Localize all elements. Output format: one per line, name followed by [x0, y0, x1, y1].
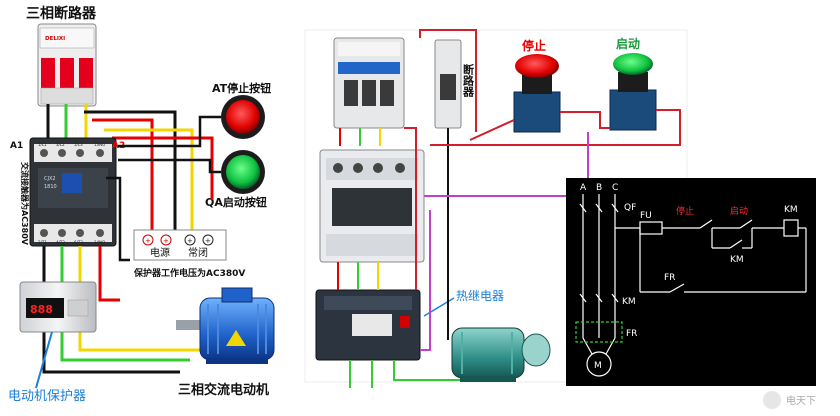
contactor-model: CJX2 — [44, 176, 56, 182]
single-pole-breaker — [434, 39, 462, 129]
motor-protector: 888 — [19, 281, 97, 333]
control-schematic: A B C QF — [566, 178, 816, 386]
a1-label: A1 — [10, 141, 23, 151]
breaker-brand: DELIXI — [45, 36, 65, 42]
watermark: 电天下 — [763, 391, 816, 409]
right-panel: 断路器 停止 启动 — [315, 29, 816, 388]
start-label: 启动 — [616, 36, 640, 51]
right-breaker — [333, 37, 405, 129]
schematic-fu: FU — [640, 211, 652, 221]
stop-button-device — [513, 54, 561, 133]
terminal-bottom-2: 4/T2 — [56, 240, 65, 245]
at-stop-button — [221, 95, 265, 139]
breaker-title: 三相断路器 — [26, 5, 97, 22]
control-wires — [106, 115, 221, 262]
motor-protector-label: 电动机保护器 — [8, 389, 86, 404]
schematic-fr-contact: FR — [664, 273, 675, 283]
qa-start-button — [221, 150, 265, 194]
schematic-stop: 停止 — [676, 205, 694, 217]
start-button-device — [609, 53, 657, 131]
schematic-qf: QF — [624, 203, 636, 213]
protector-terminal-box: + + + + 电源 常闭 — [133, 229, 227, 261]
thermal-relay — [315, 289, 421, 361]
thermal-relay-label: 热继电器 — [456, 289, 504, 303]
right-wires — [337, 29, 681, 388]
left-panel: 三相断路器 DELIXI — [8, 5, 275, 404]
svg-text:+: + — [205, 237, 211, 245]
svg-text:+: + — [145, 237, 151, 245]
svg-text:+: + — [187, 237, 193, 245]
power-label: 电源 — [150, 246, 170, 259]
schematic-phase-a: A — [580, 183, 587, 193]
protector-display: 888 — [30, 303, 53, 316]
protector-pointer — [35, 331, 53, 389]
terminal-bottom-1: 2/T1 — [38, 240, 47, 245]
protector-voltage-note: 保护器工作电压为AC380V — [133, 267, 245, 279]
terminal-top-2: 3/L2 — [56, 142, 65, 147]
three-phase-motor — [176, 287, 275, 364]
right-motor — [451, 327, 551, 382]
contactor-side-label: 交流接触器为AC380V — [20, 162, 30, 246]
terminal-top-1: 1/L1 — [38, 142, 47, 147]
breaker-wires — [46, 104, 214, 240]
svg-text:+: + — [163, 237, 169, 245]
schematic-start: 启动 — [730, 205, 748, 217]
at-stop-label: AT停止按钮 — [212, 81, 271, 95]
terminal-bottom-4: 14NO — [94, 240, 105, 245]
right-contactor — [319, 149, 425, 263]
stop-label: 停止 — [522, 38, 546, 53]
schematic-fr-element: FR — [626, 329, 637, 339]
terminal-top-4: 13NO — [94, 142, 105, 147]
three-phase-breaker: DELIXI — [37, 23, 97, 107]
terminal-top-3: 5/L3 — [74, 142, 83, 147]
watermark-text: 电天下 — [786, 394, 816, 407]
terminal-bottom-3: 6/T3 — [74, 240, 83, 245]
breaker-label-text: 断路器 — [462, 63, 476, 98]
schematic-km-coil: KM — [784, 205, 798, 215]
qa-start-label: QA启动按钮 — [205, 195, 267, 209]
schematic-km-aux: KM — [730, 255, 744, 265]
schematic-phase-b: B — [596, 183, 602, 193]
schematic-km-main: KM — [622, 297, 636, 307]
normal-closed-label: 常闭 — [188, 246, 208, 259]
ac-contactor: CJX2 1810 1/L1 3/L2 5/L3 13NO 2/T1 4/T2 … — [29, 137, 117, 247]
breaker-label: 断路器 — [462, 63, 476, 98]
schematic-motor: M — [594, 361, 602, 371]
motor-label: 三相交流电动机 — [178, 382, 269, 398]
schematic-phase-c: C — [612, 183, 618, 193]
contactor-code: 1810 — [44, 184, 57, 190]
